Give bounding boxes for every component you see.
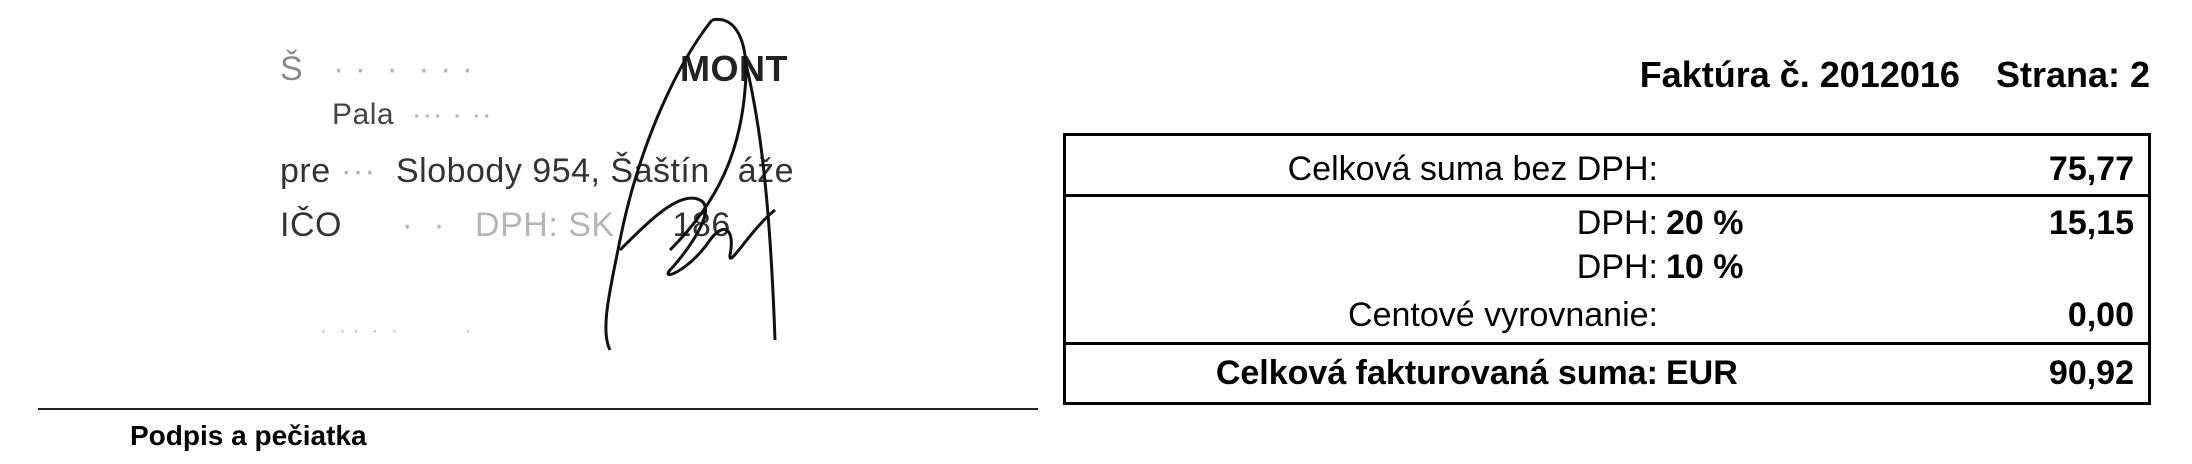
stamp-faded-text: · ·: [351, 206, 466, 244]
row-vat20-value: 15,15: [2048, 204, 2134, 242]
signature-label: Podpis a pečiatka: [130, 420, 367, 451]
stamp-line-3-b: Slobody 954, Šaštín: [395, 152, 710, 190]
totals-table: Celková suma bez DPH: 75,77 DPH: 20 % 15…: [1063, 133, 2151, 405]
totals-separator: [1066, 342, 2148, 345]
stamp-line-1: Š · · · · · ·: [280, 50, 474, 89]
signature-line: [38, 408, 1038, 410]
stamp-faded-text: ···: [340, 152, 387, 190]
stamp-line-1-text: Š: [280, 50, 304, 88]
stamp-line-3-a: pre: [280, 152, 331, 190]
row-total-value: 90,92: [2048, 354, 2134, 392]
handwritten-signature: [604, 17, 777, 351]
row-rounding-label: Centové vyrovnanie:: [1348, 296, 1658, 334]
stamp-line-4-a: IČO: [280, 206, 342, 244]
row-net-label: Celková suma bez DPH:: [1287, 150, 1658, 188]
row-net-value: 75,77: [2048, 150, 2134, 188]
invoice-number: Faktúra č. 2012016: [1639, 54, 1960, 95]
row-total-label: Celková fakturovaná suma:: [1215, 354, 1658, 392]
stamp-line-1-tail: MONT: [680, 48, 788, 89]
stamp-faded-text: · · · · · ·: [313, 50, 474, 88]
row-vat10-label: DPH:: [1576, 248, 1658, 286]
stamp-line-2-text: Pala: [332, 98, 395, 131]
row-vat10-rate: 10 %: [1666, 248, 1744, 286]
stamp-faded-text: ··· · ··: [402, 98, 493, 131]
company-stamp: Š · · · · · · MONT Pala ··· · ·· pre ···…: [260, 40, 860, 360]
stamp-line-4: IČO · · DPH: SK 186: [280, 206, 731, 245]
row-vat20-label: DPH:: [1576, 204, 1658, 242]
page-indicator: Strana: 2: [1995, 54, 2150, 95]
stamp-line-4-b: DPH: SK: [475, 206, 615, 244]
totals-separator: [1066, 194, 2148, 197]
invoice-title: Faktúra č. 2012016 Strana: 2: [1640, 54, 2150, 96]
row-vat20-rate: 20 %: [1666, 204, 1744, 242]
row-total-currency: EUR: [1666, 354, 1738, 392]
row-rounding-value: 0,00: [2067, 296, 2134, 334]
stamp-line-2: Pala ··· · ··: [332, 98, 492, 132]
stamp-dots: · · · · · ·: [320, 320, 472, 342]
